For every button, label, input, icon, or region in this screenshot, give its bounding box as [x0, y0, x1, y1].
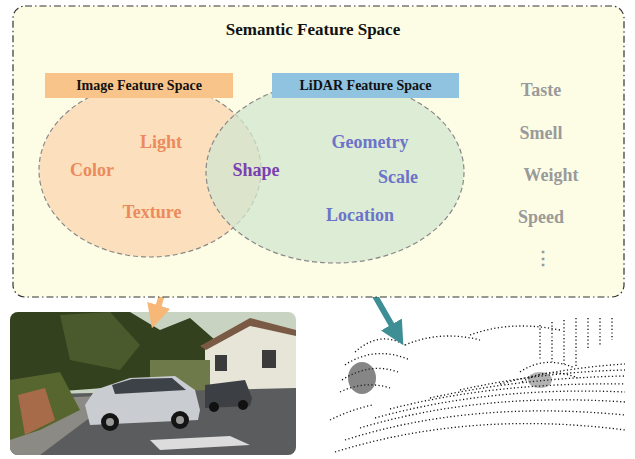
lidar-object-cluster: [348, 362, 552, 394]
outline: [13, 6, 624, 297]
feature-word: Geometry: [332, 132, 409, 153]
other-feature: Speed: [518, 207, 564, 228]
feature-word: Light: [140, 132, 182, 153]
lidar-point-cloud: [330, 318, 625, 452]
feature-word: Scale: [378, 167, 418, 188]
shared-feature: Shape: [232, 160, 279, 181]
other-feature: Weight: [523, 165, 578, 186]
ellipsis-mark: ⋮: [534, 248, 552, 269]
camera-image: [10, 312, 296, 455]
feature-word: Texture: [122, 202, 181, 223]
feature-word: Location: [326, 205, 394, 226]
panel-title: Semantic Feature Space: [226, 20, 400, 40]
semantic-space-panel: Image Feature SpaceLightColorTexture LiDA…: [12, 5, 625, 298]
outline: [206, 81, 464, 263]
other-feature: Smell: [520, 123, 563, 144]
other-feature: Taste: [521, 80, 561, 101]
space-tag: LiDAR Feature Space: [272, 73, 459, 98]
feature-word: Color: [70, 160, 114, 181]
space-tag: Image Feature Space: [45, 73, 233, 98]
